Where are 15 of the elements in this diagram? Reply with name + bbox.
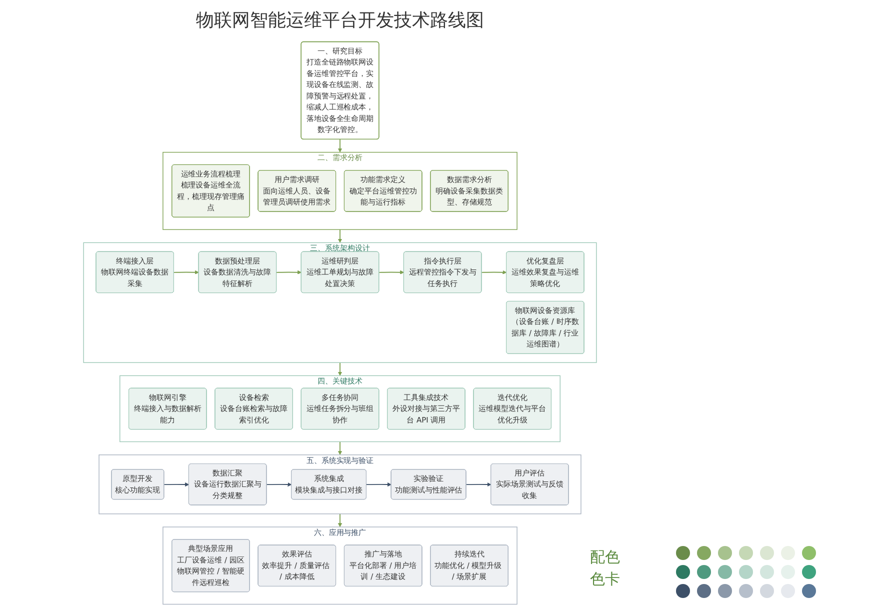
arrow [338,362,342,376]
arrow [338,441,342,456]
arrow [338,138,342,152]
arrow [164,482,190,487]
arrow [378,270,404,274]
arrow [276,270,302,274]
arrow [481,270,507,274]
diagram-title: 物联网智能运维平台开发技术路线图 [195,9,485,32]
arrow [366,482,392,487]
arrow [338,229,342,243]
palette-label: 配色色卡 [590,547,621,590]
arrow [266,482,292,487]
arrow [174,270,199,274]
arrow [466,482,492,487]
arrow [338,513,342,528]
